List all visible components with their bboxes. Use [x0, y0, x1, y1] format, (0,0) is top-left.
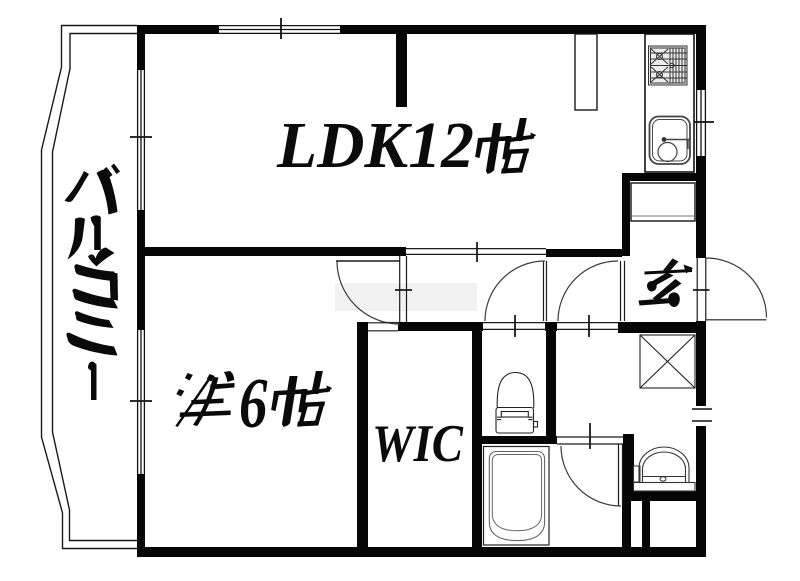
svg-text:6: 6	[239, 364, 268, 442]
svg-text:WIC: WIC	[372, 415, 464, 473]
svg-text:LDK12: LDK12	[276, 109, 474, 182]
